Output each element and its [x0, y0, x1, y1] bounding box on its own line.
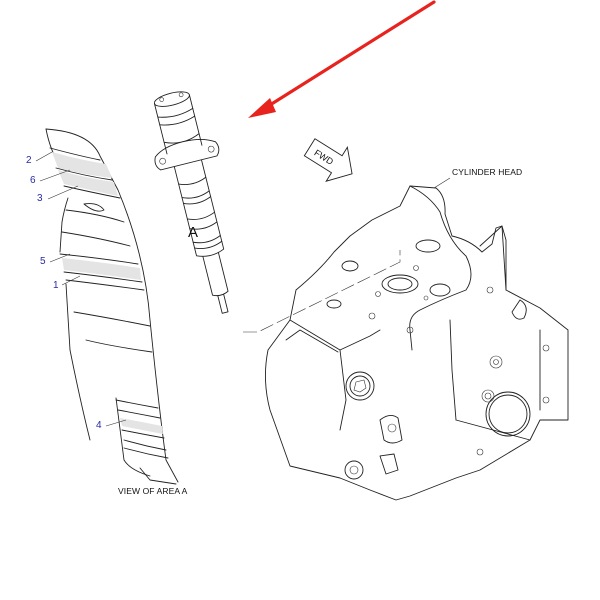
injector-seal-detail-view — [45, 128, 179, 485]
highlight-arrow — [248, 0, 436, 118]
callout-1: 1 — [53, 280, 59, 291]
fwd-direction-arrow: FWD — [303, 138, 353, 182]
cylinder-head-leader — [433, 177, 451, 189]
fuel-injector — [153, 91, 229, 314]
callout-3: 3 — [37, 193, 43, 204]
view-of-area-a-caption: VIEW OF AREA A — [118, 486, 188, 496]
cylinder-head-label: CYLINDER HEAD — [452, 167, 523, 177]
callout-4: 4 — [96, 420, 102, 431]
callout-2: 2 — [26, 155, 32, 166]
callout-leaders — [35, 151, 127, 427]
callout-6: 6 — [30, 175, 36, 186]
install-guide-line — [243, 250, 401, 333]
cylinder-head — [265, 185, 569, 501]
callout-5: 5 — [40, 256, 46, 267]
area-a-marker: A — [188, 224, 199, 241]
